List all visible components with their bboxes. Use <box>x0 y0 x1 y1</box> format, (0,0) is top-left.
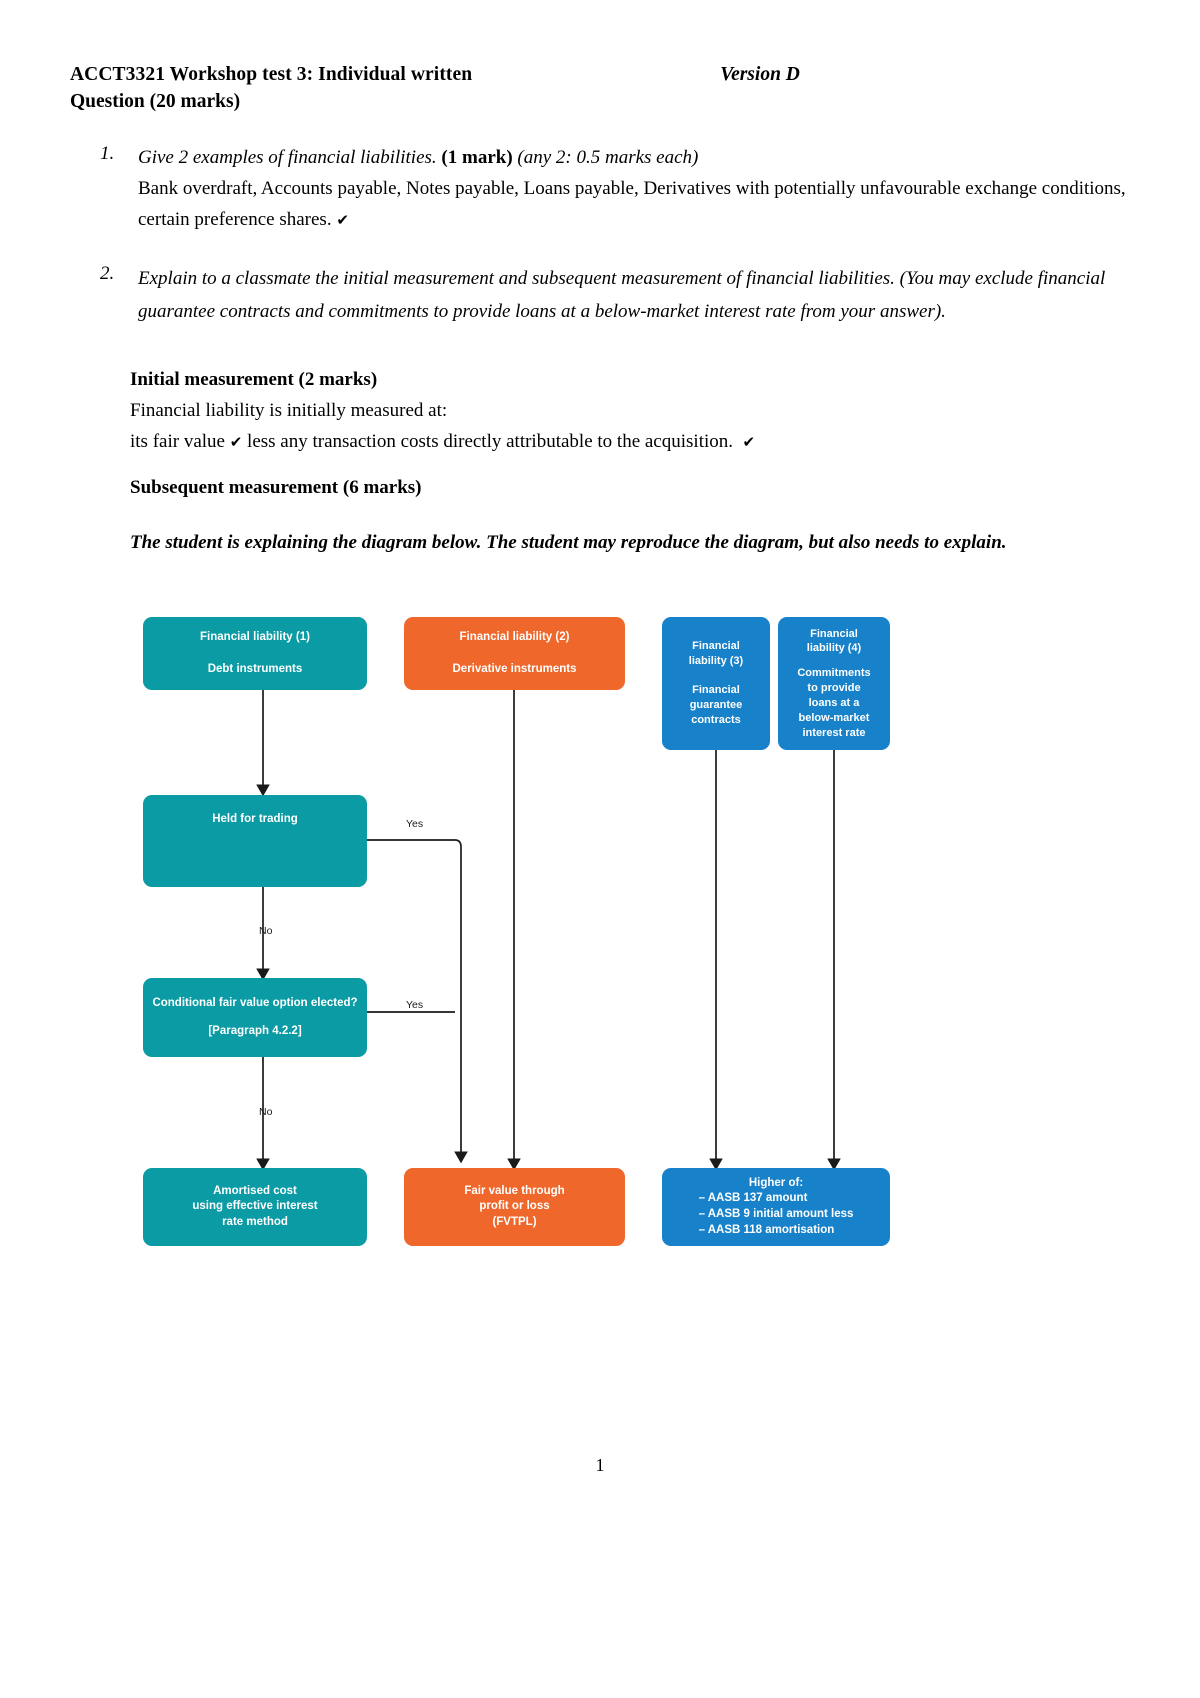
node-held-for-trading-label: Held for trading <box>212 813 298 826</box>
question-1-body: Give 2 examples of financial liabilities… <box>138 143 1130 235</box>
higher-of-item: – AASB 9 initial amount less <box>698 1208 854 1220</box>
higher-of-item: – AASB 137 amount <box>698 1192 808 1205</box>
question-2-number: 2. <box>100 263 115 285</box>
node-fl4-title: Financial liability (4) <box>806 627 862 655</box>
flowchart-connectors <box>256 690 841 1171</box>
subsequent-measurement-note: The student is explaining the diagram be… <box>130 532 1007 553</box>
version-label: Version D <box>720 64 800 85</box>
higher-of-item: – AASB 118 amortisation <box>698 1223 835 1236</box>
page-title: ACCT3321 Workshop test 3: Individual wri… <box>70 64 473 85</box>
initial-measurement-block: Initial measurement (2 marks) Financial … <box>130 365 1130 457</box>
node-conditional-fvo-line1: Conditional fair value option elected? <box>152 996 358 1009</box>
edge-label-no-2: No <box>259 1106 273 1118</box>
checkmark-icon: ✔ <box>336 210 349 229</box>
node-financial-liability-4: Financial liability (4) Commitments to p… <box>778 617 890 750</box>
initial-measurement-line1: Financial liability is initially measure… <box>130 399 448 421</box>
node-conditional-fvo-line2: [Paragraph 4.2.2] <box>208 1024 302 1037</box>
node-fl2-title: Financial liability (2) <box>459 630 570 643</box>
initial-measurement-transaction-costs: less any transaction costs directly attr… <box>247 430 734 452</box>
node-fl3-subtitle: Financial guarantee contracts <box>689 684 743 726</box>
question-1-marks-bold: (1 mark) <box>441 147 513 168</box>
edge-label-no-1: No <box>259 925 273 937</box>
node-amortised-cost-label: Amortised cost using effective interest … <box>192 1184 318 1228</box>
question-1-prompt: Give 2 examples of financial liabilities… <box>138 147 437 168</box>
financial-liability-flowchart: Financial liability (1) Debt instruments… <box>0 600 1200 1260</box>
node-fl2-subtitle: Derivative instruments <box>452 662 577 675</box>
node-higher-of-list: – AASB 137 amount – AASB 9 initial amoun… <box>699 1191 854 1238</box>
document-header: ACCT3321 Workshop test 3: Individual wri… <box>70 64 1130 113</box>
checkmark-icon: ✔ <box>229 432 243 451</box>
node-fl4-subtitle: Commitments to provide loans at a below-… <box>797 667 871 739</box>
edge-label-yes-1: Yes <box>406 818 424 830</box>
edge-label-yes-2: Yes <box>406 999 424 1011</box>
node-fvtpl-label: Fair value through profit or loss (FVTPL… <box>464 1184 565 1228</box>
question-item-1: 1. Give 2 examples of financial liabilit… <box>70 143 1130 235</box>
question-list: 1. Give 2 examples of financial liabilit… <box>70 143 1130 339</box>
subsequent-measurement-heading: Subsequent measurement (6 marks) <box>130 477 422 498</box>
node-conditional-fair-value-option: Conditional fair value option elected? [… <box>143 978 367 1057</box>
node-fl1-subtitle: Debt instruments <box>207 662 303 675</box>
page-number: 1 <box>595 1455 605 1475</box>
node-fl1-title: Financial liability (1) <box>200 630 310 643</box>
initial-measurement-fairvalue: its fair value <box>130 430 225 452</box>
question-item-2: 2. Explain to a classmate the initial me… <box>70 263 1130 328</box>
node-fvtpl: Fair value through profit or loss (FVTPL… <box>404 1168 625 1246</box>
node-amortised-cost: Amortised cost using effective interest … <box>143 1168 367 1246</box>
question-1-marks-note: (any 2: 0.5 marks each) <box>517 147 699 168</box>
node-higher-of: Higher of: – AASB 137 amount – AASB 9 in… <box>662 1168 890 1246</box>
node-higher-of-title: Higher of: <box>748 1176 804 1189</box>
checkmark-icon: ✔ <box>742 432 756 451</box>
question-1-answer: Bank overdraft, Accounts payable, Notes … <box>138 177 1126 230</box>
header-subtitle: Question (20 marks) <box>70 91 241 112</box>
subsequent-measurement-block: Subsequent measurement (6 marks) <box>130 473 1130 504</box>
node-financial-liability-2: Financial liability (2) Derivative instr… <box>404 617 625 690</box>
node-financial-liability-1: Financial liability (1) Debt instruments <box>143 617 367 690</box>
initial-measurement-line2: its fair value ✔ less any transaction co… <box>130 427 1130 458</box>
node-financial-liability-3: Financial liability (3) Financial guaran… <box>662 617 770 750</box>
node-held-for-trading: Held for trading <box>143 795 367 887</box>
question-2-body: Explain to a classmate the initial measu… <box>138 268 1106 322</box>
initial-measurement-heading: Initial measurement (2 marks) <box>130 369 378 390</box>
question-1-number: 1. <box>100 143 115 164</box>
node-fl3-title: Financial liability (3) <box>688 640 744 668</box>
